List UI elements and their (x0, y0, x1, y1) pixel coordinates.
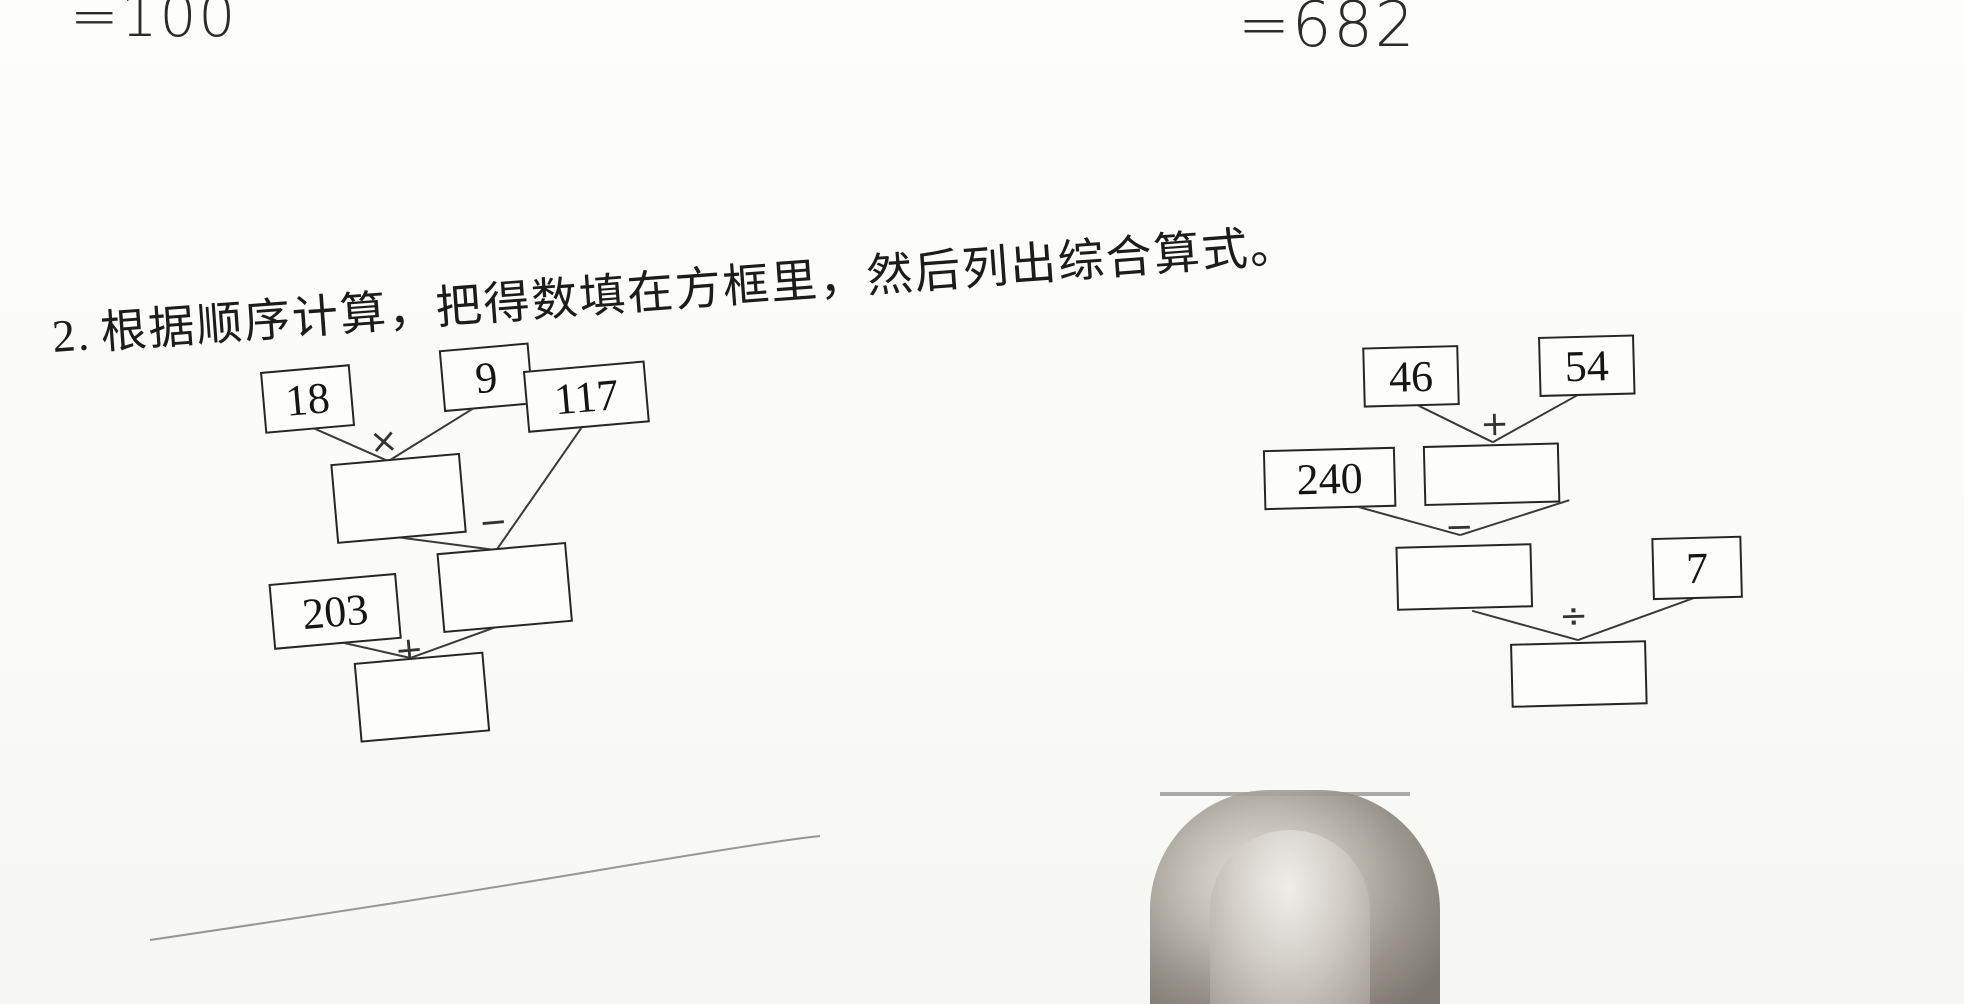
handwritten-answer-right: =682 (1238, 0, 1417, 61)
computation-tree-right: 46 54 + 240 − 7 ÷ (1262, 327, 1760, 739)
computation-tree-left: 18 9 × 117 − 203 + (260, 330, 778, 830)
blurred-object-highlight (1210, 830, 1370, 1004)
tree-right-connectors (1354, 390, 1698, 642)
blurred-object-image (1150, 790, 1440, 1004)
handwritten-answer-left: =100 (70, 0, 238, 50)
